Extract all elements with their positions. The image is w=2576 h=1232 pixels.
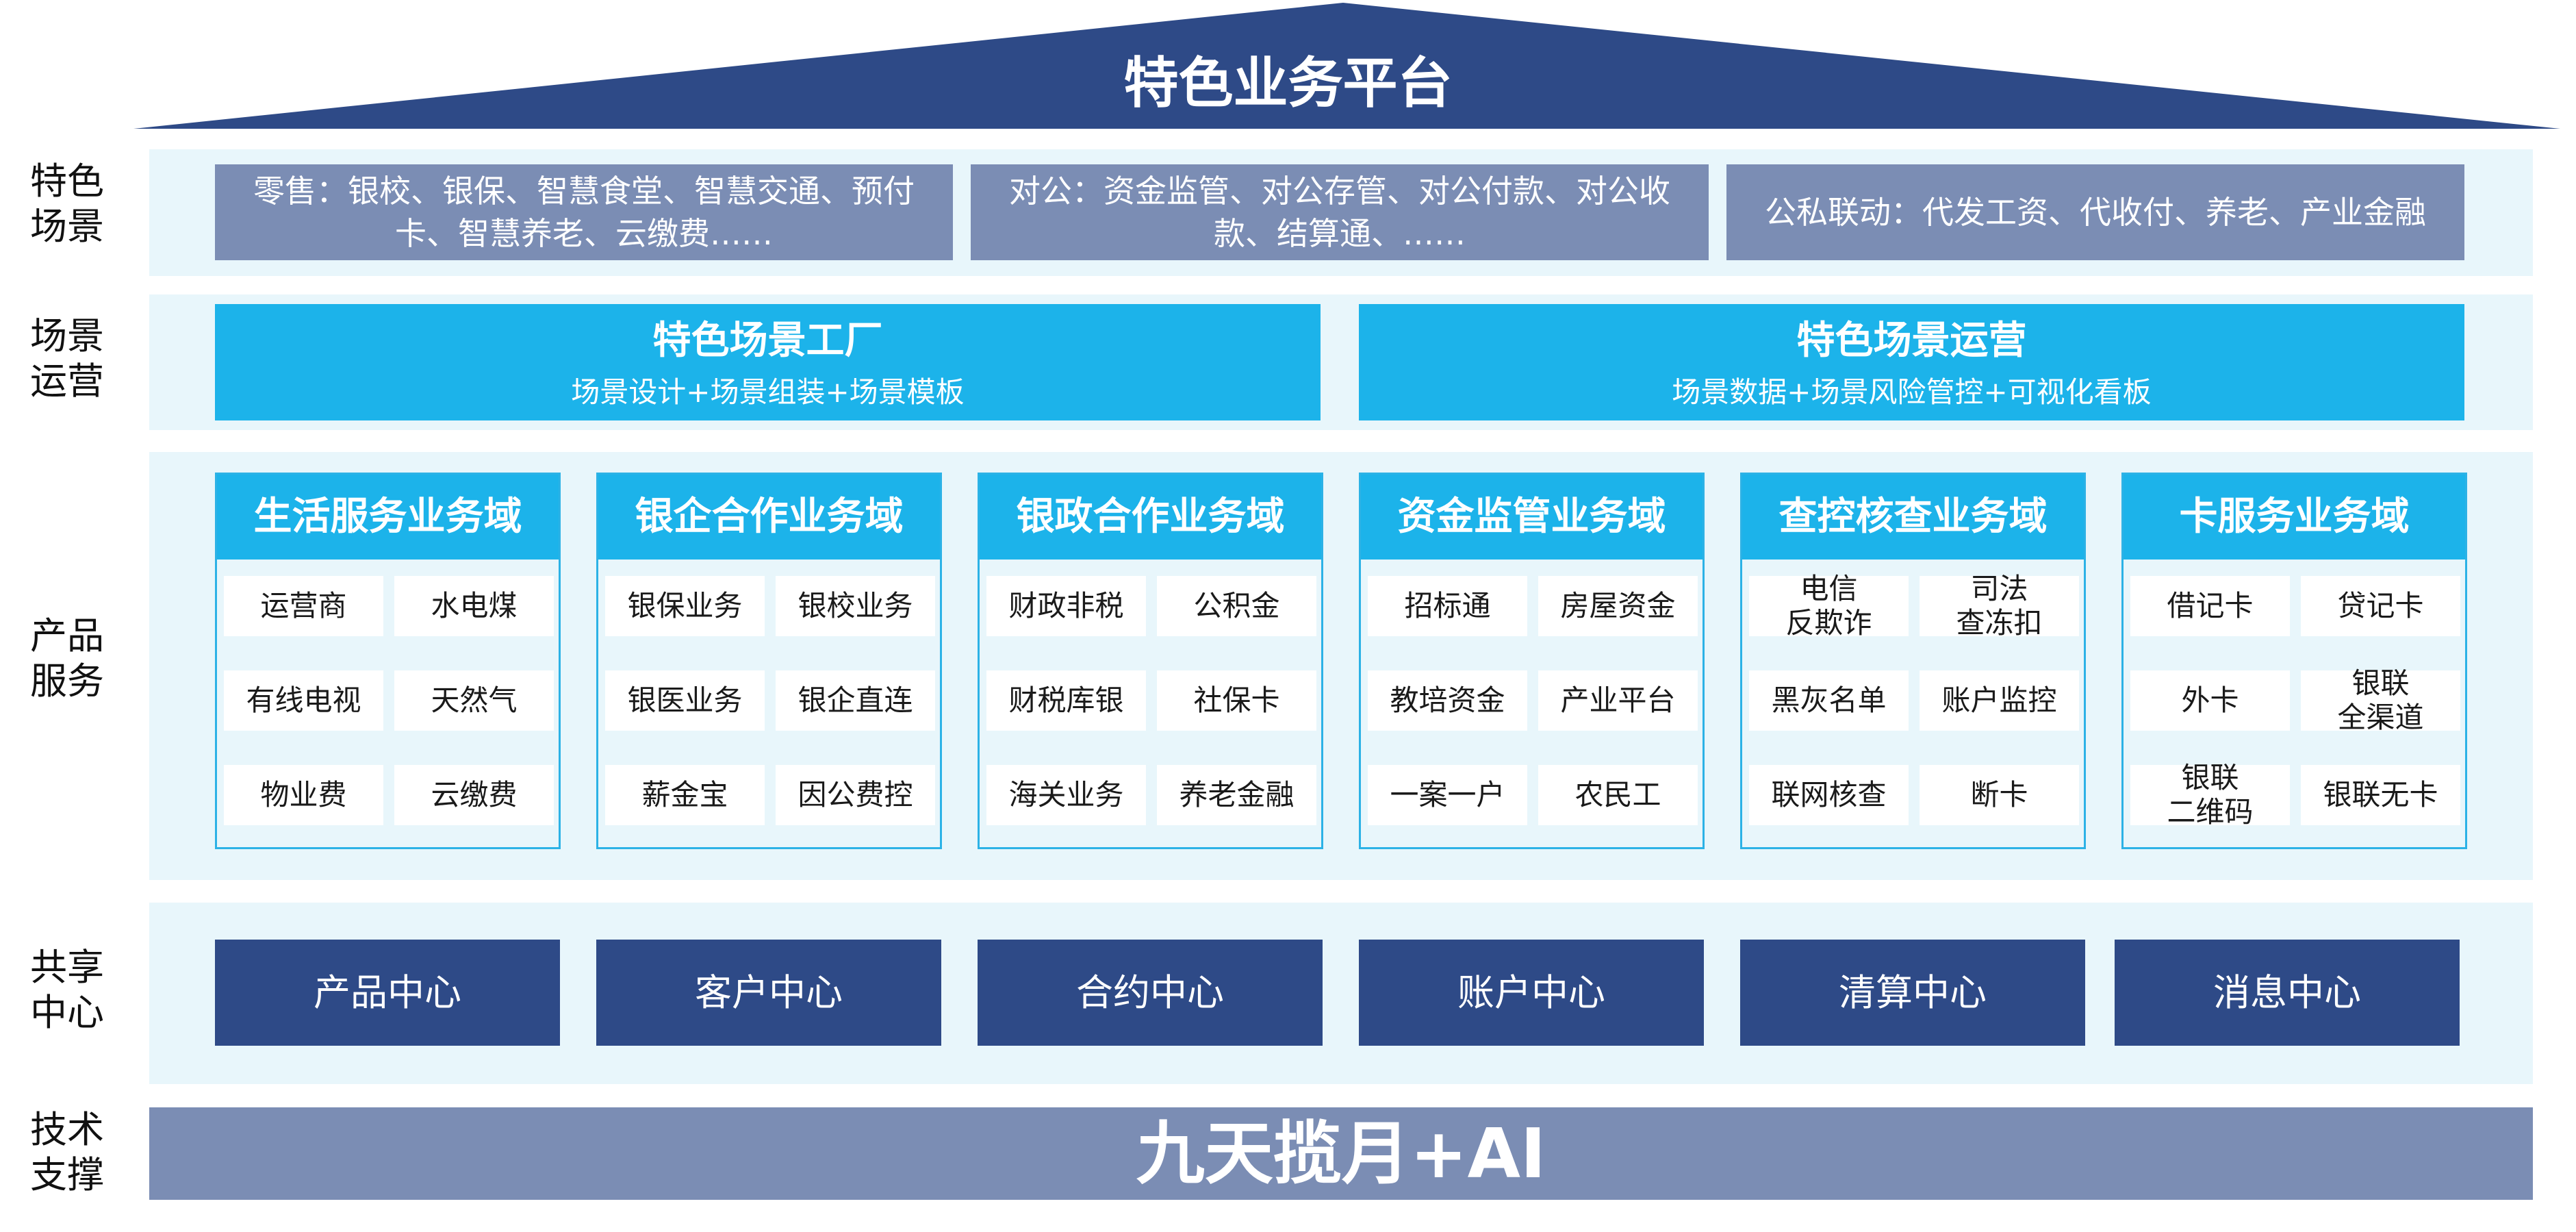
row-label-products: 产品 服务 — [30, 614, 104, 703]
ops-scene-operation: 特色场景运营 场景数据+场景风险管控+可视化看板 — [1359, 304, 2464, 420]
domain-life-service: 生活服务业务域 运营商 水电煤 有线电视 天然气 物业费 云缴费 — [215, 473, 561, 849]
domain-item: 银校业务 — [776, 576, 935, 636]
domain-item: 账户监控 — [1920, 670, 2079, 731]
domain-bank-government: 银政合作业务域 财政非税 公积金 财税库银 社保卡 海关业务 养老金融 — [978, 473, 1323, 849]
domain-item: 借记卡 — [2130, 576, 2290, 636]
domain-item: 银企直连 — [776, 670, 935, 731]
domain-fund-supervision: 资金监管业务域 招标通 房屋资金 教培资金 产业平台 一案一户 农民工 — [1359, 473, 1705, 849]
domain-item: 贷记卡 — [2301, 576, 2460, 636]
tech-support-bar: 九天揽月+AI — [149, 1107, 2533, 1200]
domain-item: 电信 反欺诈 — [1749, 572, 1909, 640]
row-label-scenes: 特色 场景 — [30, 160, 104, 248]
domain-item: 运营商 — [224, 576, 383, 636]
platform-title: 特色业务平台 — [1123, 51, 1453, 115]
domain-bank-enterprise: 银企合作业务域 银保业务 银校业务 银医业务 银企直连 薪金宝 因公费控 — [596, 473, 942, 849]
ops-scene-factory: 特色场景工厂 场景设计+场景组装+场景模板 — [215, 304, 1321, 420]
domain-inspection: 查控核查业务域 电信 反欺诈 司法 查冻扣 黑灰名单 账户监控 联网核查 断卡 — [1740, 473, 2086, 849]
domain-item: 因公费控 — [776, 765, 935, 825]
domain-item: 房屋资金 — [1538, 576, 1698, 636]
domain-item: 天然气 — [394, 670, 554, 731]
scene-box-retail: 零售：银校、银保、智慧食堂、智慧交通、预付卡、智慧养老、云缴费…… — [215, 164, 953, 260]
domain-item: 外卡 — [2130, 670, 2290, 731]
domain-item: 养老金融 — [1157, 765, 1316, 825]
domain-item: 水电煤 — [394, 576, 554, 636]
domain-item: 一案一户 — [1368, 765, 1527, 825]
domain-item: 农民工 — [1538, 765, 1698, 825]
domain-item: 银联无卡 — [2301, 765, 2460, 825]
domain-item: 银联 全渠道 — [2301, 666, 2460, 734]
domain-item: 招标通 — [1368, 576, 1527, 636]
domain-item: 财税库银 — [986, 670, 1146, 731]
domain-item: 公积金 — [1157, 576, 1316, 636]
row-label-operations: 场景 运营 — [30, 314, 104, 403]
domain-item: 社保卡 — [1157, 670, 1316, 731]
domain-item: 物业费 — [224, 765, 383, 825]
center-product: 产品中心 — [215, 940, 560, 1046]
domain-item: 产业平台 — [1538, 670, 1698, 731]
center-contract: 合约中心 — [978, 940, 1323, 1046]
roof-triangle — [133, 3, 2560, 129]
center-customer: 客户中心 — [596, 940, 941, 1046]
domain-item: 黑灰名单 — [1749, 670, 1909, 731]
domain-item: 薪金宝 — [605, 765, 765, 825]
domain-item: 银医业务 — [605, 670, 765, 731]
domain-card-service: 卡服务业务域 借记卡 贷记卡 外卡 银联 全渠道 银联 二维码 银联无卡 — [2121, 473, 2467, 849]
domain-item: 海关业务 — [986, 765, 1146, 825]
domain-item: 云缴费 — [394, 765, 554, 825]
domain-item: 财政非税 — [986, 576, 1146, 636]
platform-roof — [133, 3, 2560, 129]
domain-item: 有线电视 — [224, 670, 383, 731]
domain-item: 司法 查冻扣 — [1920, 572, 2079, 640]
center-message: 消息中心 — [2115, 940, 2460, 1046]
center-account: 账户中心 — [1359, 940, 1704, 1046]
domain-item: 银联 二维码 — [2130, 761, 2290, 829]
scene-box-linkage: 公私联动：代发工资、代收付、养老、产业金融 — [1726, 164, 2464, 260]
domain-item: 教培资金 — [1368, 670, 1527, 731]
scene-box-corporate: 对公：资金监管、对公存管、对公付款、对公收款、结算通、…… — [971, 164, 1709, 260]
domain-item: 联网核查 — [1749, 765, 1909, 825]
row-label-shared: 共享 中心 — [30, 946, 104, 1034]
domain-item: 断卡 — [1920, 765, 2079, 825]
center-clearing: 清算中心 — [1740, 940, 2085, 1046]
row-label-tech: 技术 支撑 — [30, 1108, 104, 1196]
domain-item: 银保业务 — [605, 576, 765, 636]
